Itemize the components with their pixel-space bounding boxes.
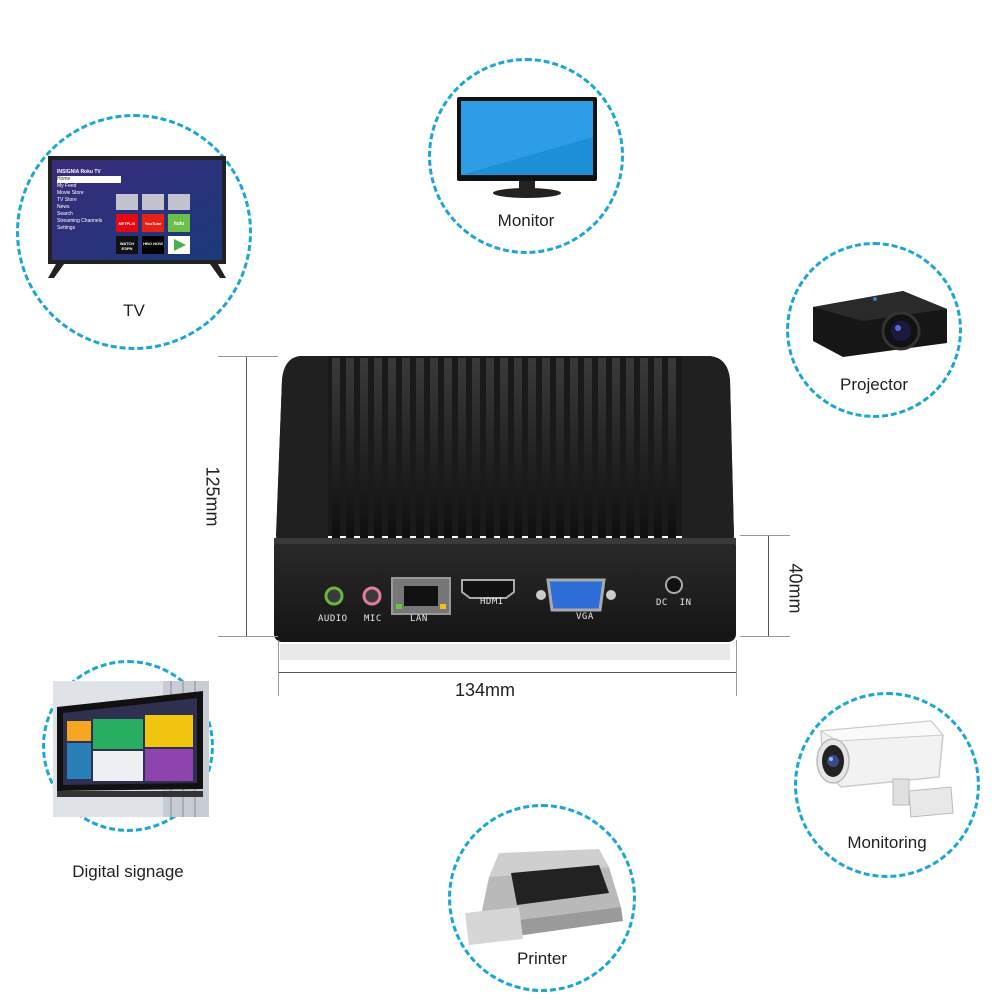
tv-circle: INSIGNIA Roku TV Home My Feed Movie Stor… [16,114,252,350]
tv-menu-feed: My Feed [57,183,77,189]
depth-dim-line [768,535,769,637]
dc-in-label: DC IN [656,598,692,608]
width-dim-text: 134mm [455,680,516,700]
printer-icon [465,849,623,945]
tv-label: TV [123,301,145,320]
projector-icon [813,291,947,357]
vga-label: VGA [576,612,594,622]
audio-port [324,586,344,606]
width-dim-line [278,672,736,673]
height-dim-text: 125mm [202,466,223,527]
tv-tile-netflix: NETFLIX [118,221,136,226]
depth-dim-top-tick [740,535,790,536]
camera-icon [816,720,954,818]
digital-signage-label: Digital signage [72,862,184,881]
tv-menu-settings: Settings [57,225,76,231]
depth-dim-text: 40mm [785,563,806,614]
tv-menu-streaming: Streaming Channels [57,218,103,224]
monitor-circle: Monitor [428,58,624,254]
monitoring-circle: Monitoring [794,692,980,878]
monitoring-label: Monitoring [847,833,927,852]
width-dim-right-tick [736,640,737,696]
mini-pc [274,356,736,660]
vga-port [546,578,606,612]
heatsink-fins [332,358,676,542]
monitor-label: Monitor [497,211,555,230]
tv-tile-espn: WATCH ESPN [119,241,135,251]
digital-signage-circle [42,660,214,832]
mic-label: MIC [364,614,382,624]
lan-label: LAN [410,614,428,624]
depth-dim-bottom-tick [740,636,790,637]
tv-menu-search: Search [57,211,73,217]
height-dim-line [246,356,247,636]
tv-tile-youtube: YouTube [144,221,162,226]
width-dim-left-tick [278,640,279,696]
mic-port [362,586,382,606]
tv-menu-news: News [57,204,70,210]
projector-circle: Projector [786,242,962,418]
hdmi-port [461,579,515,599]
monitor-icon [457,97,597,198]
printer-circle: Printer [448,804,636,992]
tv-menu-home: Home [57,176,121,183]
height-dim-top-tick [218,356,278,357]
tv-tile-hulu: hulu [173,221,185,227]
tv-brand: INSIGNIA Roku TV [57,169,101,175]
height-dim-bottom-tick [218,636,278,637]
audio-label: AUDIO [318,614,348,624]
projector-label: Projector [839,375,909,394]
printer-label: Printer [516,949,568,968]
tv-tile-hbo: HBO NOW [143,241,163,246]
dc-in-port [665,576,683,594]
digital-signage-icon [53,681,209,817]
tv-menu-movie: Movie Store [57,190,84,196]
tv-menu-tv: TV Store [57,197,77,203]
tv-menu: INSIGNIA Roku TV Home My Feed Movie Stor… [57,169,121,232]
hdmi-label: HDMI [480,597,504,607]
